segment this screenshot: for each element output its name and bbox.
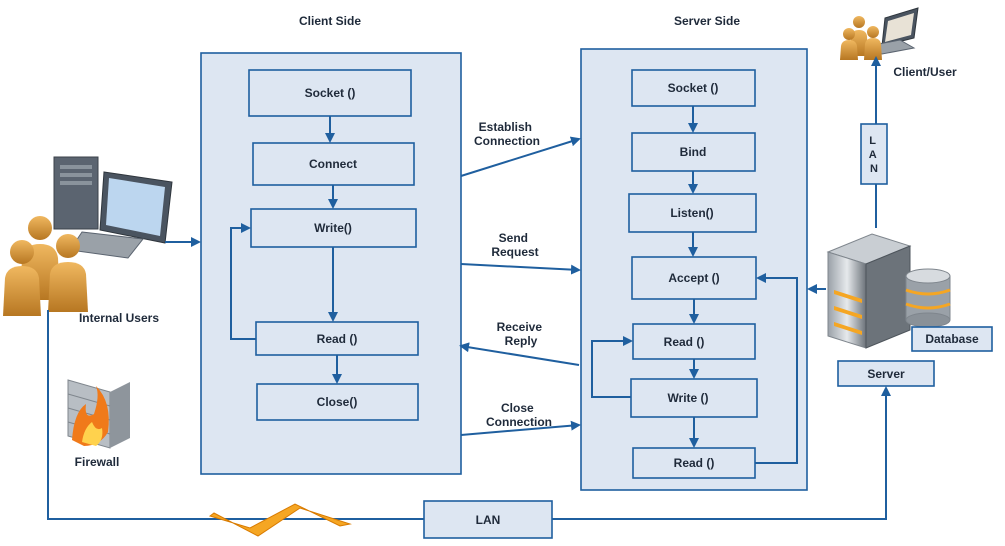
- lightning-bolt-icon: [208, 503, 352, 537]
- server-write-step: Write (): [630, 378, 758, 418]
- server-label: Server: [867, 367, 905, 381]
- client-write-label: Write(): [314, 221, 352, 235]
- client-side-title: Client Side: [299, 14, 361, 28]
- database-label-box: Database: [911, 326, 993, 352]
- server-read-label: Read (): [664, 335, 705, 349]
- server-label-box: Server: [837, 360, 935, 387]
- server-socket-step: Socket (): [631, 69, 756, 107]
- lan-vertical-box: L A N: [860, 123, 888, 185]
- client-close-step: Close(): [256, 383, 419, 421]
- server-side-title: Server Side: [674, 14, 740, 28]
- internal-users-label: Internal Users: [79, 311, 159, 325]
- server-listen-step: Listen(): [628, 193, 757, 233]
- client-connect-label: Connect: [309, 157, 357, 171]
- lan-vertical-label: L A N: [869, 135, 880, 175]
- server-read-final-label: Read (): [674, 456, 715, 470]
- client-read-label: Read (): [317, 332, 358, 346]
- people-icon: [3, 216, 88, 316]
- server-read-final-step: Read (): [632, 447, 756, 479]
- desktop-computer-icon: [53, 156, 173, 259]
- laptop-users-icon: [840, 7, 919, 60]
- close-connection-label: Close Connection: [486, 401, 552, 429]
- client-close-label: Close(): [317, 395, 358, 409]
- lan-bottom-label: LAN: [476, 513, 501, 527]
- server-accept-step: Accept (): [631, 256, 757, 300]
- server-tower-icon: [826, 233, 912, 349]
- database-label: Database: [925, 332, 979, 346]
- server-loop-write-read: [591, 336, 633, 398]
- client-loop-read-write: [230, 223, 256, 340]
- server-bind-step: Bind: [631, 132, 756, 172]
- server-listen-label: Listen(): [670, 206, 713, 220]
- lan-bottom-box: LAN: [423, 500, 553, 539]
- client-user-label: Client/User: [893, 65, 957, 79]
- client-connect-step: Connect: [252, 142, 415, 186]
- send-request-label: Send Request: [491, 231, 538, 259]
- server-loop-read-accept: [755, 273, 798, 464]
- client-socket-step: Socket (): [248, 69, 412, 117]
- server-accept-label: Accept (): [668, 271, 719, 285]
- server-socket-label: Socket (): [668, 81, 719, 95]
- server-write-label: Write (): [667, 391, 708, 405]
- receive-reply-label: Receive Reply: [497, 320, 546, 348]
- close-connection-arrow: [460, 420, 581, 436]
- client-write-step: Write(): [250, 208, 417, 248]
- database-icon: [905, 268, 951, 328]
- receive-reply-arrow: [459, 342, 580, 366]
- firewall-icon: [67, 379, 130, 449]
- send-request-arrow: [460, 263, 581, 275]
- client-socket-label: Socket (): [305, 86, 356, 100]
- client-read-step: Read (): [255, 321, 419, 356]
- firewall-label: Firewall: [75, 455, 120, 469]
- server-read-step: Read (): [632, 323, 756, 360]
- establish-connection-arrow: [460, 136, 581, 177]
- establish-connection-label: Establish Connection: [474, 120, 540, 148]
- server-bind-label: Bind: [680, 145, 707, 159]
